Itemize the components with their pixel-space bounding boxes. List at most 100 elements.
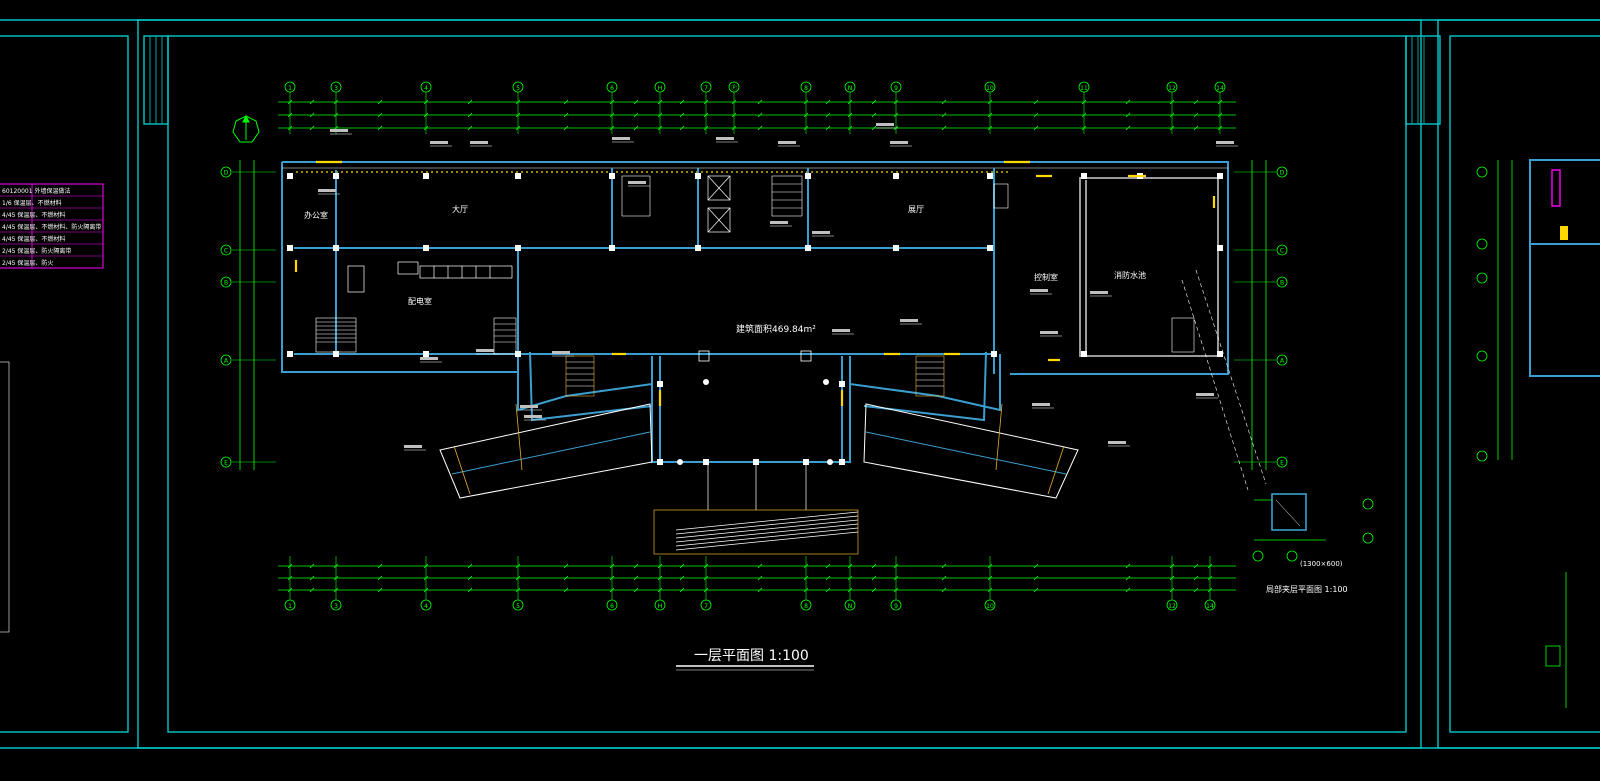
dimension-tick (309, 125, 315, 131)
grid-axis-bubble (1276, 244, 1288, 256)
left-schedule-table (0, 361, 10, 633)
annotation-text-mark (552, 351, 570, 354)
dimension-tick (1125, 587, 1131, 593)
grid-axis-bubble (1276, 354, 1288, 366)
annotation-text-mark (404, 445, 422, 448)
dimension-tick (757, 125, 763, 131)
column (695, 173, 701, 179)
column (991, 351, 997, 357)
grid-axis-label: 8 (804, 603, 808, 610)
column (1081, 351, 1087, 357)
grid-axis-label: E (224, 460, 228, 467)
dimension-tick (757, 112, 763, 118)
dimension-tick (825, 125, 831, 131)
grid-axis-bubble (1276, 166, 1288, 178)
area-label: 建筑面积469.84m² (736, 323, 816, 335)
grid-axis-label: 7 (704, 603, 708, 610)
dimension-tick (563, 112, 569, 118)
dimension-tick (563, 587, 569, 593)
grid-axis-bubble (1276, 276, 1288, 288)
dimension-tick (1193, 112, 1199, 118)
drawing-title: 一层平面图 1:100 (694, 648, 809, 664)
grid-axis-label: 9 (894, 85, 898, 92)
dimension-tick (941, 125, 947, 131)
room-label: 消防水池 (1114, 270, 1146, 280)
annotation-text-mark (476, 349, 494, 352)
dimension-tick (563, 125, 569, 131)
dimension-tick (871, 563, 877, 569)
grid-axis-label: 6 (610, 603, 614, 610)
dimension-tick (679, 563, 685, 569)
dimension-tick (467, 575, 473, 581)
column (805, 173, 811, 179)
legend-table: 60120001 外墙保温做法 1/6 保温层、不燃材料 4/45 保温层、不燃… (0, 183, 104, 269)
sheet-frames (0, 19, 1600, 749)
room-label: 配电室 (408, 296, 432, 306)
legend-row: 4/45 保温层、不燃材料 (2, 211, 65, 219)
column (287, 351, 293, 357)
entrance-canopies (439, 403, 1079, 499)
dimension-tick (1193, 563, 1199, 569)
dimension-tick (633, 99, 639, 105)
dimension-tick (377, 99, 383, 105)
column (333, 245, 339, 251)
column (333, 173, 339, 179)
grid-axis-label: 6 (610, 85, 614, 92)
grid-axis-bubble (1276, 456, 1288, 468)
building-walls (281, 161, 1229, 463)
annotation-text-mark (524, 415, 542, 418)
column (1217, 351, 1223, 357)
dimension-tick (679, 125, 685, 131)
dimension-tick (825, 112, 831, 118)
grid-axis-label: Ⓟ (731, 84, 737, 92)
canopy-hatch (453, 403, 1065, 495)
column (515, 173, 521, 179)
grid-axis-label: 1 (288, 603, 292, 610)
grid-axis-label: 7 (704, 85, 708, 92)
grid-axis-label: C (1280, 248, 1284, 255)
dimension-tick (757, 575, 763, 581)
annotation-text-mark (1090, 291, 1108, 294)
grid-axis-label: 12 (1168, 603, 1176, 610)
dimension-tick (825, 99, 831, 105)
dimension-tick (871, 112, 877, 118)
grid-axis-label: N (848, 85, 853, 92)
dimension-tick (563, 99, 569, 105)
legend-row: 2/45 保温层、防火 (2, 259, 53, 267)
dimension-tick (871, 99, 877, 105)
grid-axis-bubble (220, 166, 232, 178)
dimension-tick (825, 575, 831, 581)
annotation-text-mark (1196, 393, 1214, 396)
equipment-blocks (347, 261, 513, 293)
dimension-tick (1193, 587, 1199, 593)
dimension-tick (633, 575, 639, 581)
annotation-text-mark (318, 189, 336, 192)
dimension-tick (1033, 125, 1039, 131)
grid-axis-label: N (848, 603, 853, 610)
column (1217, 173, 1223, 179)
annotation-text-mark (770, 221, 788, 224)
dimension-lines (239, 101, 1267, 591)
dimension-tick (679, 99, 685, 105)
annotation-marks (318, 123, 1238, 451)
column (609, 173, 615, 179)
dimension-tick (679, 112, 685, 118)
dimension-tick (1033, 587, 1039, 593)
detail-plan-title: 局部夹层平面图 1:100 (1266, 584, 1348, 594)
grid-axis-label: H (658, 603, 663, 610)
grid-axis-label: B (224, 280, 228, 287)
column (893, 245, 899, 251)
right-sheet-partial-plan (1476, 160, 1567, 708)
grid-axis-label: 10 (986, 603, 994, 610)
dimension-tick (467, 99, 473, 105)
dimension-tick (1033, 575, 1039, 581)
grid-axis-label: 3 (334, 85, 338, 92)
dimension-tick (941, 575, 947, 581)
grid-axis-label: C (224, 248, 228, 255)
grid-axis-label: 1 (288, 85, 292, 92)
grid-axis-label: D (1280, 170, 1285, 177)
dimension-tick (941, 99, 947, 105)
